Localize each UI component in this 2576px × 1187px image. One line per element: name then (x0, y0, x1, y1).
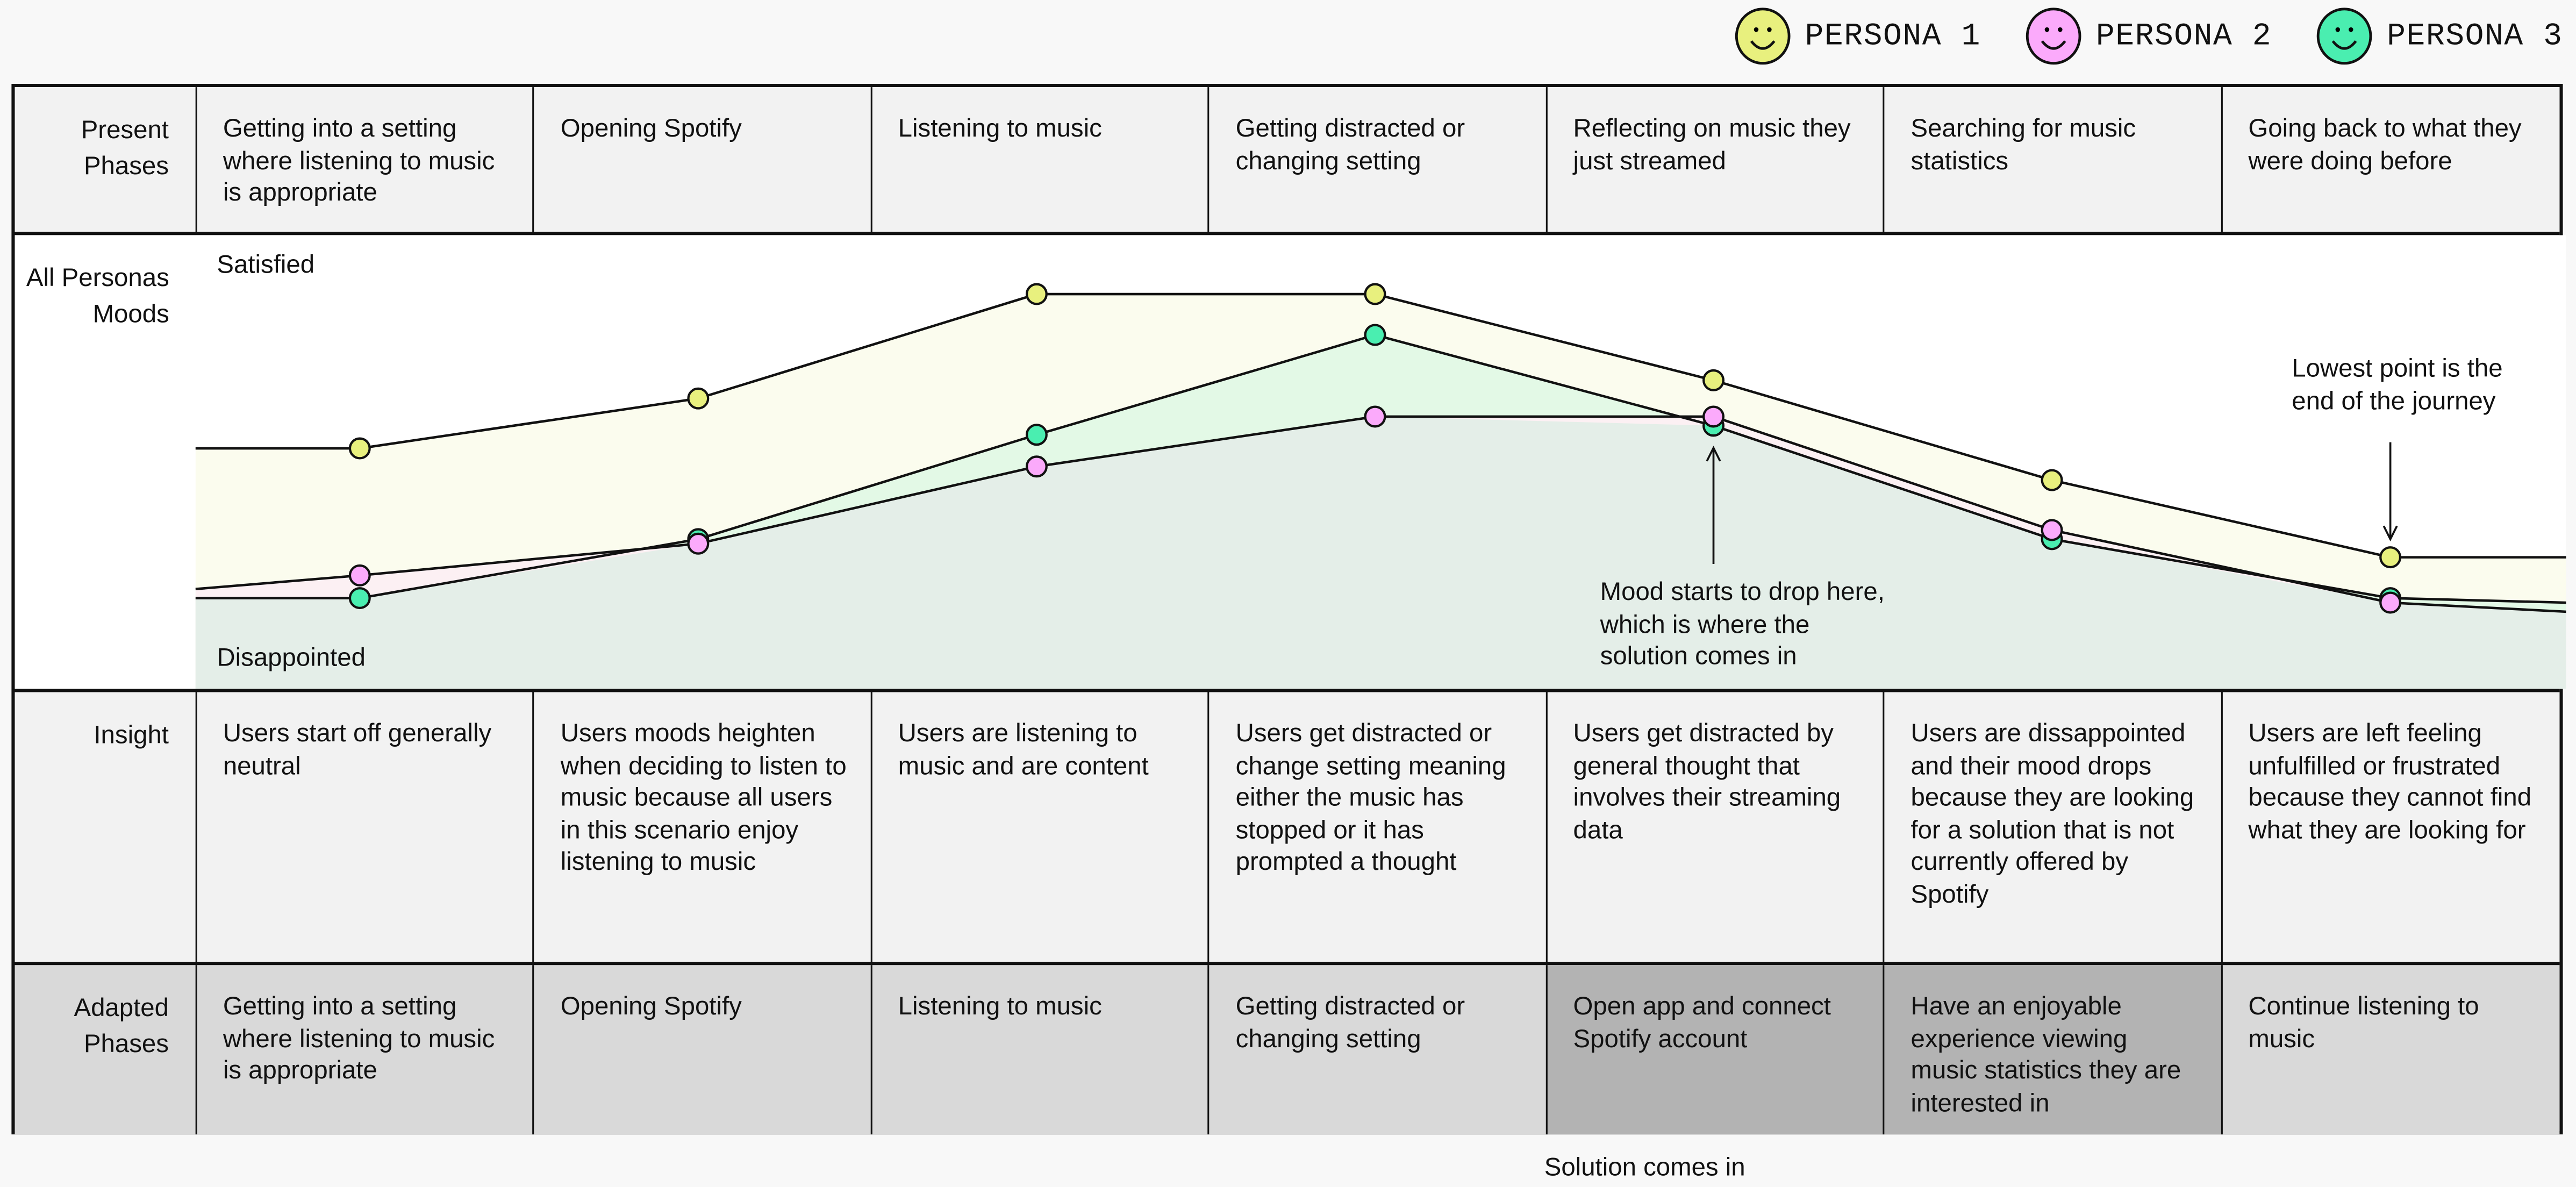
data-point-persona-1 (2379, 546, 2402, 569)
mood-chart: Satisfied Disappointed Mood starts to dr… (195, 235, 2566, 689)
insight-cell: Users start off generally neutral (195, 692, 533, 962)
row-label: Insight (94, 721, 169, 750)
smiley-icon (2026, 8, 2081, 65)
data-point-persona-3 (1025, 424, 1048, 446)
adapted-cell-solution: Have an enjoyable experience viewing mus… (1883, 965, 2221, 1135)
data-point-persona-1 (1702, 369, 1725, 391)
data-point-persona-1 (348, 437, 371, 460)
data-point-persona-1 (1025, 283, 1048, 305)
journey-table: Present Phases Getting into a setting wh… (11, 83, 2566, 1135)
phase-cell: Searching for music statistics (1883, 87, 2221, 232)
adapted-cell: Listening to music (870, 965, 1208, 1135)
base-area (195, 416, 2566, 689)
insight-cell: Users are left feeling unfulfilled or fr… (2220, 692, 2559, 962)
y-label-disappointed: Disappointed (217, 644, 366, 673)
arrow-head-icon (2382, 525, 2398, 542)
y-label-satisfied: Satisfied (217, 251, 315, 280)
legend-label: PERSONA 1 (1805, 18, 1981, 54)
smiley-icon (2316, 8, 2372, 65)
insight-cell: Users get distracted or change setting m… (1207, 692, 1545, 962)
row-label: All Personas Moods (26, 264, 169, 328)
legend-label: PERSONA 2 (2095, 18, 2272, 54)
row-label: Present Phases (81, 117, 169, 180)
legend-label: PERSONA 3 (2387, 18, 2563, 54)
solution-label: Solution comes in (1544, 1154, 1745, 1182)
data-point-persona-2 (1702, 405, 1725, 428)
adapted-phases-row: Adapted Phases Getting into a setting wh… (15, 962, 2560, 1135)
data-point-persona-1 (687, 387, 710, 410)
data-point-persona-3 (348, 587, 371, 610)
data-point-persona-2 (687, 532, 710, 555)
arrow-head-icon (1706, 445, 1721, 462)
phase-cell: Going back to what they were doing befor… (2220, 87, 2559, 232)
adapted-cell: Continue listening to music (2220, 965, 2559, 1135)
insight-cell: Users moods heighten when deciding to li… (532, 692, 870, 962)
moods-row: All Personas Moods Satisfied Disappointe… (15, 232, 2566, 689)
adapted-cell: Getting distracted or changing setting (1207, 965, 1545, 1135)
insight-row: Insight Users start off generally neutra… (15, 689, 2560, 962)
insight-cell: Users are listening to music and are con… (870, 692, 1208, 962)
smiley-icon (1734, 8, 1790, 65)
row-label: Adapted Phases (74, 995, 169, 1058)
mood-chart-svg (195, 235, 2566, 689)
persona-legend: PERSONA 1 PERSONA 2 PERSONA 3 (1733, 6, 2563, 66)
data-point-persona-2 (1025, 455, 1048, 478)
adapted-cell: Getting into a setting where listening t… (195, 965, 533, 1135)
insight-cell: Users are dissappointed and their mood d… (1883, 692, 2221, 962)
adapted-cell: Opening Spotify (532, 965, 870, 1135)
data-point-persona-1 (2041, 469, 2063, 491)
phase-cell: Getting into a setting where listening t… (195, 87, 533, 232)
data-point-persona-1 (1364, 283, 1386, 305)
data-point-persona-3 (1364, 324, 1386, 346)
legend-persona-2: PERSONA 2 (2023, 6, 2272, 66)
insight-cell: Users get distracted by general thought … (1545, 692, 1883, 962)
legend-persona-1: PERSONA 1 (1733, 6, 1981, 66)
phase-cell: Opening Spotify (532, 87, 870, 232)
annotation-mood-drop: Mood starts to drop here, which is where… (1600, 578, 1885, 671)
phase-cell: Reflecting on music they just streamed (1545, 87, 1883, 232)
annotation-lowest-point: Lowest point is the end of the journey (2292, 355, 2503, 416)
phase-cell: Listening to music (870, 87, 1208, 232)
data-point-persona-2 (348, 564, 371, 587)
phase-cell: Getting distracted or changing setting (1207, 87, 1545, 232)
present-phases-row: Present Phases Getting into a setting wh… (15, 87, 2560, 232)
data-point-persona-2 (2041, 519, 2063, 541)
adapted-cell-solution: Open app and connect Spotify account (1545, 965, 1883, 1135)
data-point-persona-2 (1364, 405, 1386, 428)
data-point-persona-2 (2379, 591, 2402, 614)
legend-persona-3: PERSONA 3 (2315, 6, 2563, 66)
